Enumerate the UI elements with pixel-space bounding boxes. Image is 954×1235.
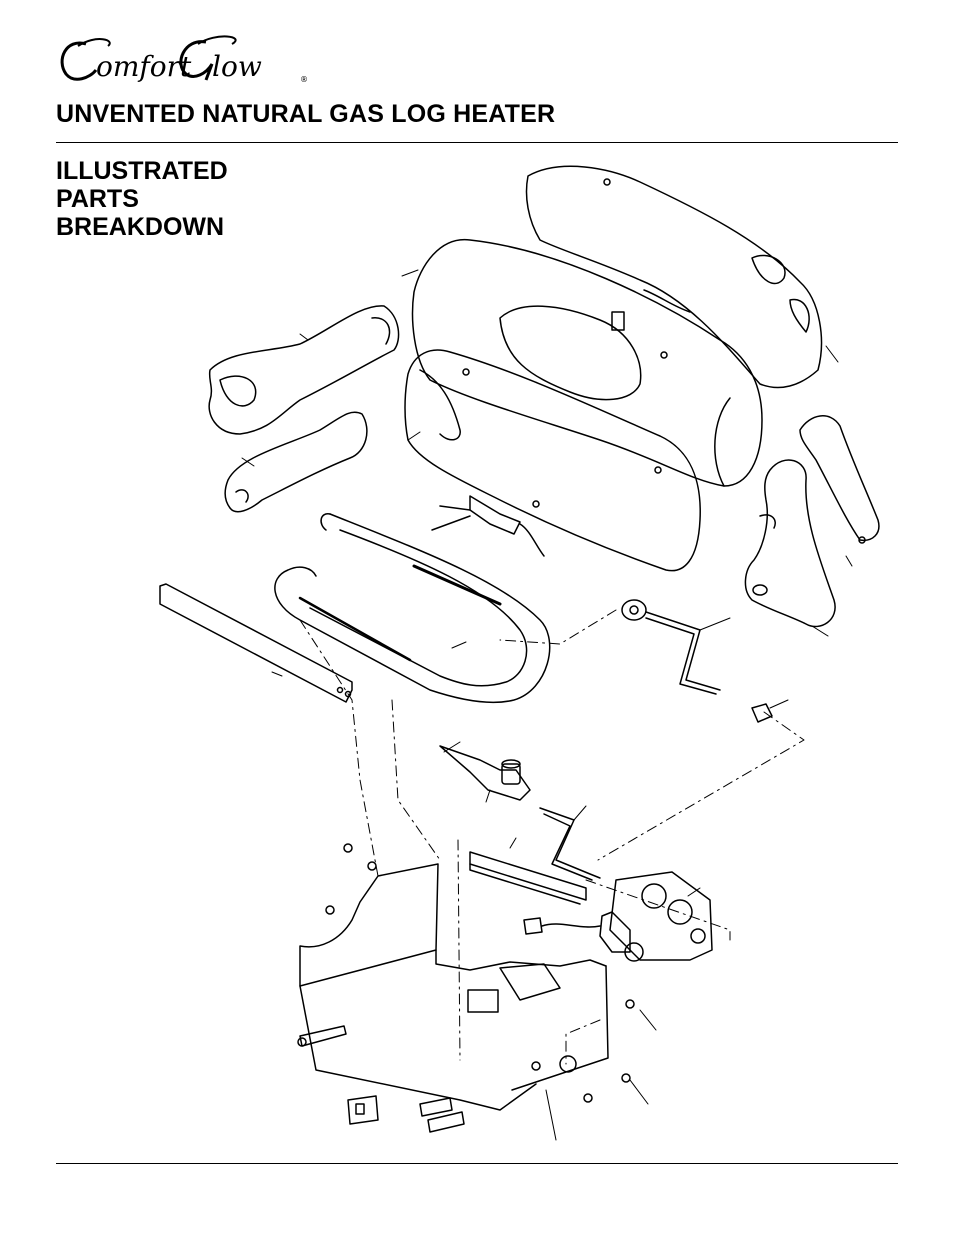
- heat-shield: [469, 851, 587, 905]
- burner-bracket: [159, 583, 353, 703]
- section-title-line-3: BREAKDOWN: [56, 213, 225, 241]
- svg-text:omfort: omfort: [96, 50, 192, 83]
- fuse-pieces: [419, 1097, 465, 1133]
- fitting: [751, 703, 773, 723]
- center-log: [411, 239, 763, 487]
- screws: [325, 843, 635, 1103]
- footer-divider: [56, 1163, 898, 1164]
- piezo-igniter: [297, 1025, 347, 1047]
- assembly-lines: [299, 609, 805, 1065]
- section-title-line-1: ILLUSTRATED: [56, 157, 228, 185]
- header-divider: [56, 142, 898, 143]
- pilot-assembly: [431, 495, 545, 557]
- svg-text:®: ®: [300, 75, 308, 84]
- leader-lines: [241, 269, 853, 1141]
- exploded-parts-diagram: [0, 150, 954, 1160]
- chassis: [299, 863, 609, 1111]
- comfort-glow-logo: omfort low ®: [56, 30, 316, 86]
- right-rear-log: [799, 415, 880, 544]
- gas-supply-tube: [621, 599, 721, 695]
- section-title: ILLUSTRATED PARTS BREAKDOWN: [56, 157, 228, 241]
- right-front-log: [744, 459, 836, 628]
- wire-harness: [523, 917, 601, 935]
- document-title: UNVENTED NATURAL GAS LOG HEATER: [56, 100, 556, 128]
- svg-text:low: low: [212, 50, 262, 83]
- front-log: [404, 349, 701, 572]
- gas-valve: [599, 871, 713, 962]
- regulator: [439, 745, 531, 801]
- section-title-line-2: PARTS: [56, 185, 139, 213]
- regulator-tube: [539, 807, 601, 881]
- left-top-log: [208, 305, 400, 435]
- burner: [274, 513, 551, 704]
- thermostat-switch: [347, 1095, 379, 1125]
- rear-log: [525, 165, 823, 389]
- left-bottom-log: [224, 411, 368, 513]
